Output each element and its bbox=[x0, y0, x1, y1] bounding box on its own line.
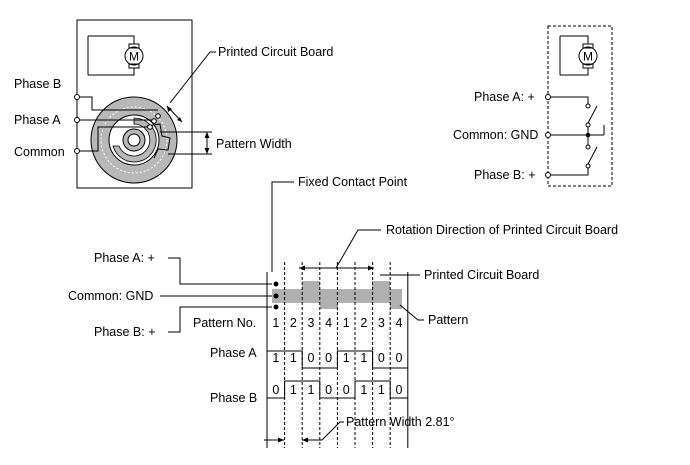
phase-b-value: 0 bbox=[343, 383, 350, 397]
phase-a-value: 1 bbox=[360, 351, 367, 365]
label-pcb-timing: Printed Circuit Board bbox=[424, 268, 539, 282]
phase-b-waveform bbox=[267, 380, 408, 399]
phase-a-value: 0 bbox=[396, 351, 403, 365]
schematic-label-phase-b: Phase B: + bbox=[474, 168, 536, 182]
label-phase-b-row: Phase B bbox=[210, 391, 257, 405]
phase-a-value: 0 bbox=[378, 351, 385, 365]
phase-a-value: 0 bbox=[325, 351, 332, 365]
label-pattern: Pattern bbox=[428, 313, 468, 327]
label-pattern-width-angle: Pattern Width 2.81° bbox=[346, 415, 455, 429]
label-phase-a: Phase A bbox=[14, 113, 61, 127]
phase-b-value: 0 bbox=[272, 383, 279, 397]
pattern-number: 4 bbox=[325, 316, 332, 330]
pcb-board-outline bbox=[76, 19, 193, 189]
label-phase-b-plus: Phase B: + bbox=[94, 325, 156, 339]
schematic-motor-letter: M bbox=[583, 50, 593, 64]
label-phase-a-plus: Phase A: + bbox=[94, 251, 155, 265]
phase-a-value: 1 bbox=[272, 351, 279, 365]
label-pattern-no: Pattern No. bbox=[193, 316, 256, 330]
label-common-gnd: Common: GND bbox=[68, 289, 153, 303]
schematic-label-phase-a: Phase A: + bbox=[474, 90, 535, 104]
phase-a-value: 1 bbox=[343, 351, 350, 365]
label-common: Common bbox=[14, 145, 65, 159]
motor-icon bbox=[124, 46, 144, 66]
phase-a-value: 1 bbox=[290, 351, 297, 365]
phase-b-value: 1 bbox=[308, 383, 315, 397]
pcb-pattern-strip bbox=[272, 281, 402, 309]
schematic-motor-icon bbox=[578, 46, 598, 66]
timing-diagram: Fixed Contact Point Rotation Direction o… bbox=[68, 175, 618, 448]
schematic-dashed-outline bbox=[547, 25, 613, 187]
pattern-number: 2 bbox=[360, 316, 367, 330]
top-right-schematic: M Phase A: + Common: GND Phase B: + bbox=[453, 25, 613, 187]
label-printed-circuit-board: Printed Circuit Board bbox=[218, 45, 333, 59]
phase-b-value: 0 bbox=[325, 383, 332, 397]
phase-b-value: 1 bbox=[290, 383, 297, 397]
pattern-number: 3 bbox=[378, 316, 385, 330]
pattern-number: 1 bbox=[343, 316, 350, 330]
phase-a-waveform bbox=[267, 350, 408, 369]
top-left-pcb-diagram: M Phase B Phase A Common Printed Circuit… bbox=[14, 19, 333, 189]
phase-b-value: 0 bbox=[396, 383, 403, 397]
phase-b-value: 1 bbox=[360, 383, 367, 397]
label-fixed-contact-point: Fixed Contact Point bbox=[298, 175, 408, 189]
pattern-number: 3 bbox=[308, 316, 315, 330]
pattern-number: 2 bbox=[290, 316, 297, 330]
column-guides bbox=[266, 262, 409, 448]
pattern-number: 1 bbox=[272, 316, 279, 330]
motor-letter: M bbox=[129, 50, 139, 64]
label-rotation-direction: Rotation Direction of Printed Circuit Bo… bbox=[386, 223, 618, 237]
label-pattern-width: Pattern Width bbox=[216, 137, 292, 151]
phase-a-value: 0 bbox=[308, 351, 315, 365]
schematic-label-common: Common: GND bbox=[453, 128, 538, 142]
encoder-disc bbox=[90, 96, 178, 184]
label-phase-b: Phase B bbox=[14, 77, 61, 91]
pattern-number: 4 bbox=[396, 316, 403, 330]
phase-b-value: 1 bbox=[378, 383, 385, 397]
label-phase-a-row: Phase A bbox=[210, 346, 257, 360]
